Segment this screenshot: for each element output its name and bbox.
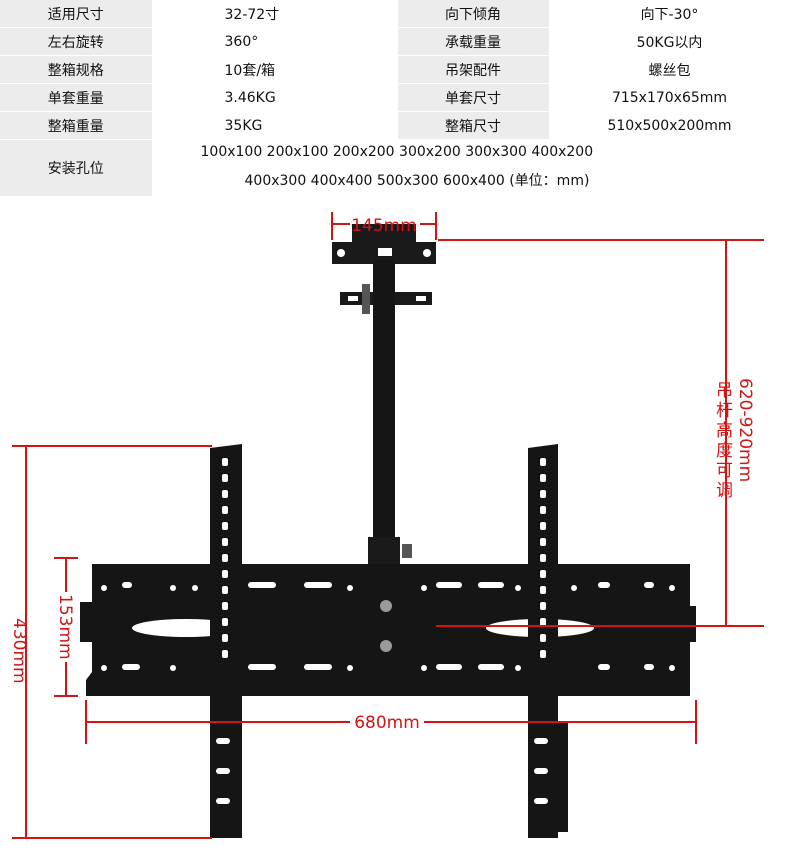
frame-bolt (380, 640, 392, 652)
spec-label: 整箱尺寸 (397, 111, 550, 140)
spec-row: 左右旋转 360° 承载重量 50KG以内 (0, 27, 790, 56)
dimension-inner-height: 153mm (54, 557, 78, 697)
spec-value: 360° (152, 27, 398, 56)
dimension-note: 吊 杆 高 度 可 调 (716, 381, 738, 501)
bracket-diagram: 145mm 620-920mm 吊 杆 高 度 可 调 430mm 153mm (9, 212, 764, 839)
spec-value: 10套/箱 (152, 55, 398, 84)
vertical-arm-left (210, 444, 242, 838)
spec-label: 单套尺寸 (397, 83, 550, 112)
dimension-label: 145mm (351, 216, 417, 236)
frame-bolt (380, 600, 392, 612)
spec-value: 715x170x65mm (549, 83, 790, 112)
spec-row: 单套重量 3.46KG 单套尺寸 715x170x65mm (0, 83, 790, 112)
spec-row: 整箱重量 35KG 整箱尺寸 510x500x200mm (0, 111, 790, 140)
vertical-arm-right (528, 444, 568, 838)
pole-note-char: 度 (716, 441, 733, 461)
mount-holes-line: 100x100 200x100 200x200 300x200 300x300 … (200, 144, 594, 160)
spec-label: 安装孔位 (0, 139, 153, 197)
spec-row: 整箱规格 10套/箱 吊架配件 螺丝包 (0, 55, 790, 84)
spec-label: 整箱规格 (0, 55, 153, 84)
telescopic-pole (373, 260, 395, 560)
spec-label: 左右旋转 (0, 27, 153, 56)
spec-value: 50KG以内 (549, 27, 790, 56)
spec-value: 螺丝包 (549, 55, 790, 84)
spec-table: 适用尺寸 32-72寸 向下倾角 向下-30° 左右旋转 360° 承载重量 5… (0, 0, 790, 197)
spec-value: 32-72寸 (152, 0, 398, 28)
pole-note-char: 可 (716, 461, 733, 481)
pole-note-char: 吊 (716, 381, 733, 401)
pole-note-char: 调 (716, 481, 733, 501)
mounting-frame (80, 564, 696, 696)
dimension-label: 430mm (9, 618, 29, 684)
spec-label: 吊架配件 (397, 55, 550, 84)
dimension-label: 680mm (354, 713, 420, 733)
spec-label: 整箱重量 (0, 111, 153, 140)
spec-row-holes: 安装孔位 100x100 200x100 200x200 300x200 300… (0, 139, 790, 197)
spec-row: 适用尺寸 32-72寸 向下倾角 向下-30° (0, 0, 790, 28)
pole-note-char: 高 (716, 421, 733, 441)
dimension-label: 153mm (55, 594, 75, 660)
pole-note-char: 杆 (716, 401, 733, 421)
mount-holes-value: 100x100 200x100 200x200 300x200 300x300 … (152, 139, 790, 197)
spec-label: 向下倾角 (397, 0, 550, 28)
spec-value: 35KG (152, 111, 398, 140)
spec-label: 承载重量 (397, 27, 550, 56)
dimension-top-plate: 145mm (331, 212, 437, 240)
spec-label: 适用尺寸 (0, 0, 153, 28)
dimension-pole-height: 620-920mm 吊 杆 高 度 可 调 (436, 239, 764, 627)
pole-joint (368, 537, 400, 567)
spec-value: 向下-30° (549, 0, 790, 28)
spec-value: 510x500x200mm (549, 111, 790, 140)
dimension-label: 620-920mm (735, 378, 755, 482)
dimension-width: 680mm (85, 700, 697, 744)
dimension-total-height: 430mm (9, 445, 212, 839)
ceiling-plate (332, 224, 436, 264)
mount-holes-line: 400x300 400x400 500x300 600x400 (单位：mm) (244, 173, 590, 189)
spec-label: 单套重量 (0, 83, 153, 112)
spec-value: 3.46KG (152, 83, 398, 112)
